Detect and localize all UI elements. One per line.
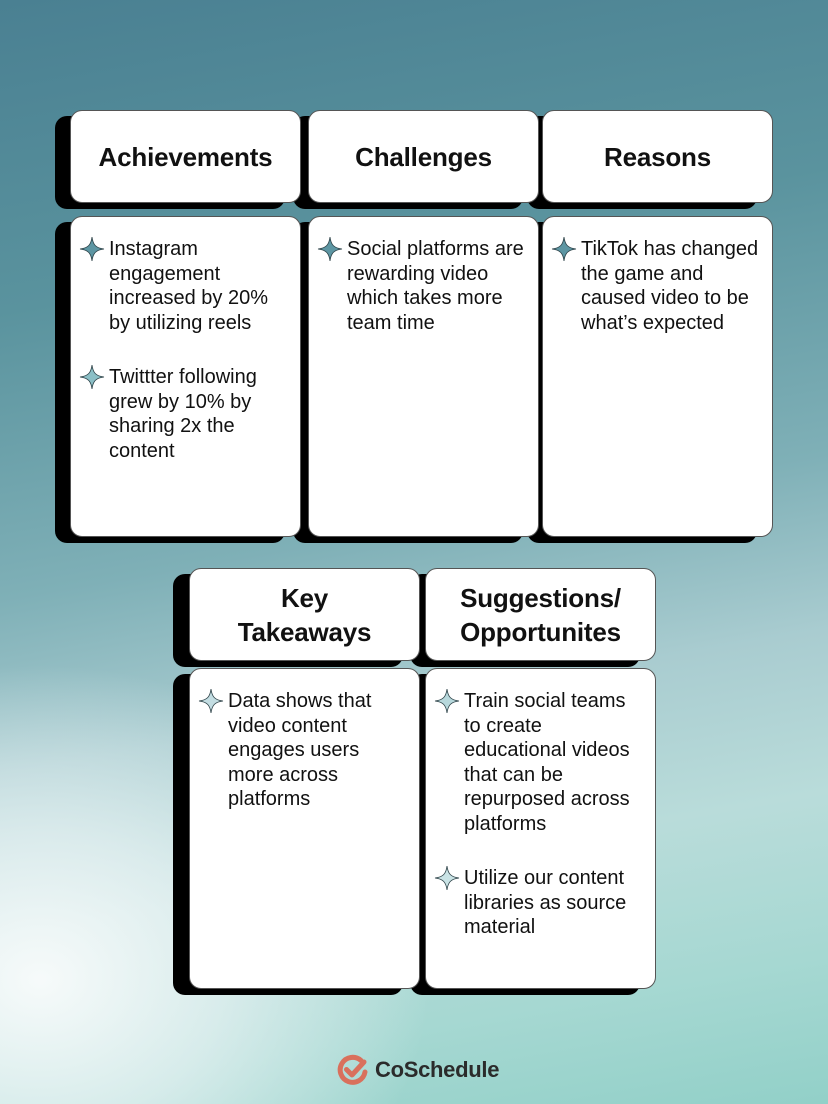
list-item: Instagram engagement increased by 20% by…: [79, 236, 290, 335]
suggestions-header: Suggestions/ Opportunites: [425, 568, 656, 661]
key-takeaways-title-line2: Takeaways: [237, 616, 372, 647]
reasons-header: Reasons: [542, 110, 773, 203]
key-takeaways-body: Data shows that video content engages us…: [189, 668, 420, 989]
challenges-body: Social platforms are rewarding video whi…: [308, 216, 539, 537]
achievements-header: Achievements: [70, 110, 301, 203]
list-item: Social platforms are rewarding video whi…: [317, 236, 528, 335]
challenges-header: Challenges: [308, 110, 539, 203]
item-text: Twittter following grew by 10% by sharin…: [109, 366, 257, 462]
brand-name: CoSchedule: [375, 1057, 500, 1082]
suggestions-title-line2: Opportunites: [460, 616, 621, 647]
item-text: Data shows that video content engages us…: [228, 690, 372, 810]
list-item: Twittter following grew by 10% by sharin…: [79, 364, 290, 463]
list-item: Data shows that video content engages us…: [198, 688, 409, 812]
coschedule-logo: CoSchedule: [337, 1054, 499, 1086]
item-text: TikTok has changed the game and caused v…: [581, 238, 759, 334]
reasons-body: TikTok has changed the game and caused v…: [542, 216, 773, 537]
four-point-star-icon: [317, 236, 343, 262]
list-item: TikTok has changed the game and caused v…: [551, 236, 762, 335]
coschedule-check-icon: [337, 1054, 368, 1085]
four-point-star-icon: [79, 364, 105, 390]
achievements-title: Achievements: [98, 141, 273, 172]
reasons-title: Reasons: [604, 141, 711, 172]
item-text: Utilize our content libraries as source …: [464, 867, 627, 938]
item-text: Social platforms are rewarding video whi…: [347, 238, 524, 334]
challenges-title: Challenges: [355, 141, 492, 172]
suggestions-title-line1: Suggestions/: [460, 582, 621, 613]
list-item: Train social teams to create educational…: [434, 688, 645, 836]
key-takeaways-title-line1: Key: [280, 582, 329, 613]
item-text: Train social teams to create educational…: [464, 690, 630, 835]
four-point-star-icon: [551, 236, 577, 262]
four-point-star-icon: [198, 688, 224, 714]
achievements-body: Instagram engagement increased by 20% by…: [70, 216, 301, 537]
item-text: Instagram engagement increased by 20% by…: [109, 238, 268, 334]
four-point-star-icon: [434, 688, 460, 714]
suggestions-body: Train social teams to create educational…: [425, 668, 656, 989]
list-item: Utilize our content libraries as source …: [434, 865, 645, 940]
four-point-star-icon: [79, 236, 105, 262]
key-takeaways-header: Key Takeaways: [189, 568, 420, 661]
four-point-star-icon: [434, 865, 460, 891]
